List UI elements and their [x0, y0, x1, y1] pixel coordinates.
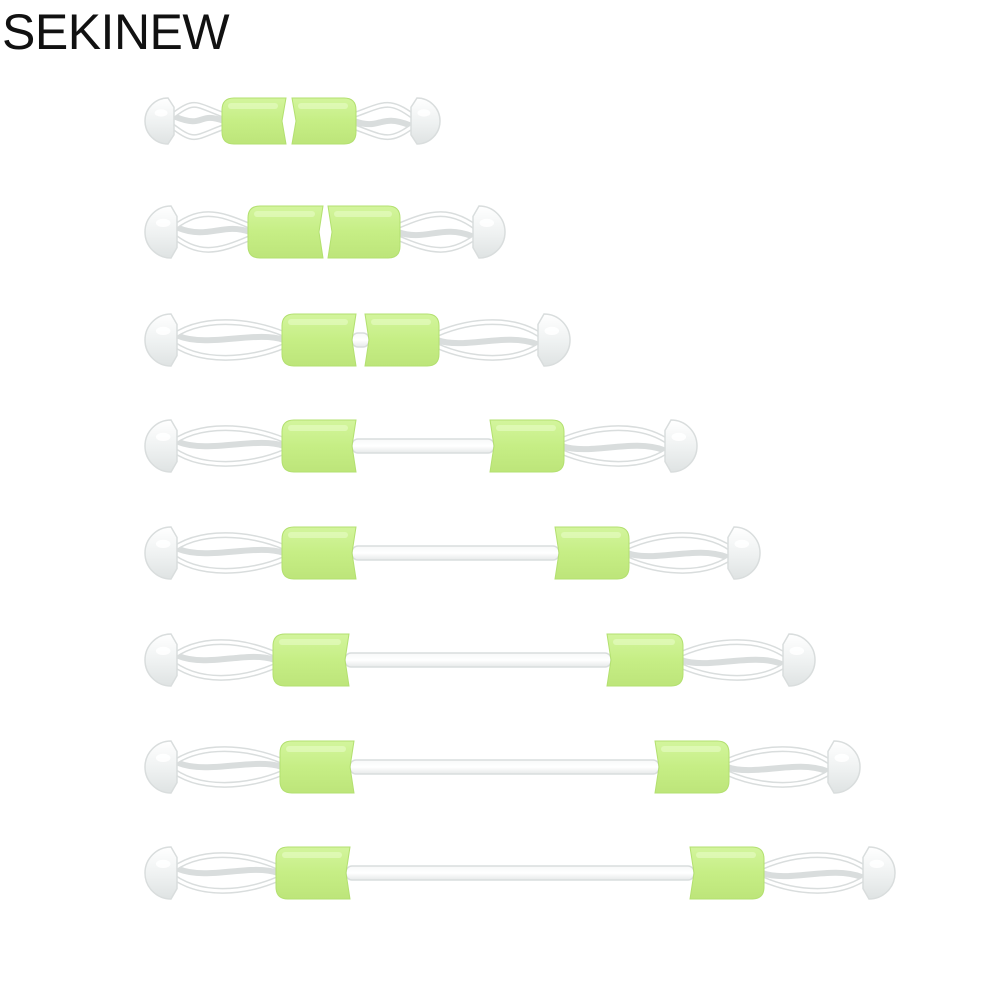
left-tip [144, 633, 178, 687]
right-sleeve [364, 313, 440, 367]
strap-item [144, 740, 861, 794]
brand-name: SEKINEW [2, 4, 230, 60]
right-sleeve [654, 740, 730, 794]
center-rod [351, 545, 560, 561]
left-tip [144, 419, 178, 473]
right-sleeve [291, 97, 357, 145]
right-tip [664, 419, 698, 473]
left-sleeve [275, 846, 351, 900]
right-tip [827, 740, 861, 794]
strap-item [144, 633, 816, 687]
strap-items [144, 97, 896, 900]
right-loop [351, 102, 423, 140]
right-tip [862, 846, 896, 900]
left-tip [144, 97, 175, 145]
center-rod [345, 865, 695, 881]
right-tip [472, 205, 506, 259]
strap-item [144, 526, 761, 580]
right-sleeve [606, 633, 684, 687]
left-sleeve [281, 419, 357, 473]
left-tip [144, 526, 178, 580]
center-rod [349, 759, 660, 775]
right-tip [727, 526, 761, 580]
center-rod [351, 332, 370, 348]
right-tip [410, 97, 441, 145]
left-sleeve [279, 740, 355, 794]
strap-item [144, 846, 896, 900]
left-tip [144, 740, 178, 794]
left-sleeve [272, 633, 350, 687]
left-sleeve [247, 205, 324, 259]
right-sleeve [689, 846, 765, 900]
left-tip [144, 313, 178, 367]
strap-item [144, 205, 506, 259]
right-tip [537, 313, 571, 367]
strap-item [144, 313, 571, 367]
left-sleeve [281, 526, 357, 580]
center-rod [344, 652, 612, 668]
center-rod [351, 438, 495, 454]
right-sleeve [489, 419, 565, 473]
right-sleeve [327, 205, 401, 259]
left-sleeve [281, 313, 357, 367]
left-tip [144, 205, 178, 259]
strap-item [144, 419, 698, 473]
right-tip [782, 633, 816, 687]
right-sleeve [554, 526, 630, 580]
left-sleeve [221, 97, 287, 145]
strap-item [144, 97, 441, 145]
left-tip [144, 846, 178, 900]
